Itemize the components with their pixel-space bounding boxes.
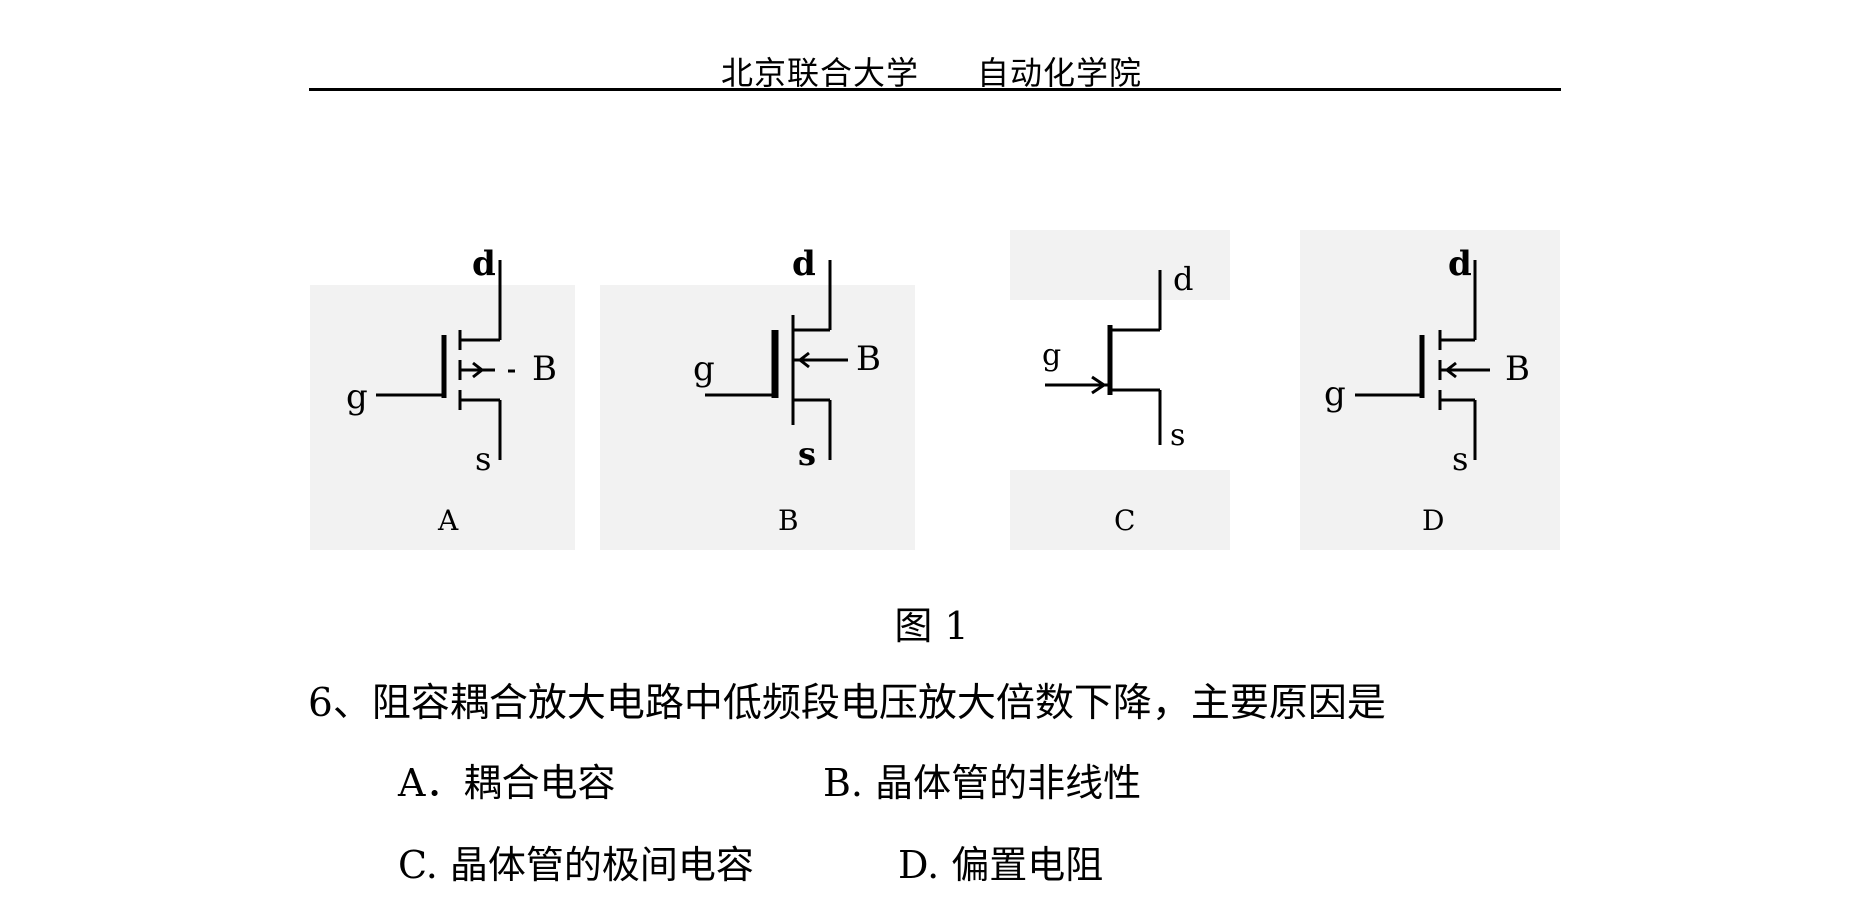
drain-label: d — [792, 244, 816, 284]
header-rule — [309, 88, 1561, 91]
mosfet-symbol-d — [1355, 260, 1490, 460]
panel-label: D — [1422, 504, 1444, 537]
mosfet-symbol-b — [705, 260, 848, 460]
source-label: s — [1452, 440, 1468, 478]
option-c: C. 晶体管的极间电容 — [398, 843, 754, 887]
body-label: B — [532, 349, 557, 389]
header-university: 北京联合大学 — [720, 54, 919, 92]
option-d: D. 偏置电阻 — [898, 843, 1104, 887]
gate-label: g — [1324, 374, 1346, 414]
figure-panel-c: d g s C — [1010, 230, 1235, 550]
panel-background — [1300, 230, 1560, 550]
panel-label: B — [778, 504, 799, 537]
body-label: B — [1505, 349, 1530, 389]
figure-panel-a: d g s B A — [310, 230, 585, 550]
question-text: 6、阻容耦合放大电路中低频段电压放大倍数下降，主要原因是 — [308, 681, 1386, 726]
option-a: A．耦合电容 — [398, 761, 616, 805]
source-label: s — [1170, 418, 1185, 453]
panel-inner-area — [1010, 300, 1230, 470]
drain-label: d — [1173, 260, 1193, 298]
body-label: B — [856, 339, 881, 379]
drain-label: d — [1448, 244, 1472, 284]
drain-label: d — [472, 244, 496, 284]
panel-background — [600, 285, 915, 550]
figure-caption: 图 1 — [894, 604, 969, 648]
option-b: B. 晶体管的非线性 — [823, 761, 1142, 805]
jfet-symbol-c — [1045, 270, 1162, 445]
page-header: 北京联合大学 自动化学院 — [0, 48, 1863, 94]
panel-background — [310, 285, 575, 550]
gate-label: g — [1042, 338, 1061, 373]
gate-label: g — [346, 377, 368, 417]
figure-panel-d: d g s B D — [1300, 230, 1565, 550]
panel-label: A — [437, 504, 459, 537]
panel-label: C — [1114, 504, 1135, 537]
gate-label: g — [693, 349, 715, 389]
header-school: 自动化学院 — [977, 54, 1143, 92]
mosfet-symbol-a — [376, 260, 515, 460]
source-label: s — [475, 440, 491, 478]
figure-panel-b: d g s B B — [600, 230, 925, 550]
source-label: s — [798, 435, 816, 473]
